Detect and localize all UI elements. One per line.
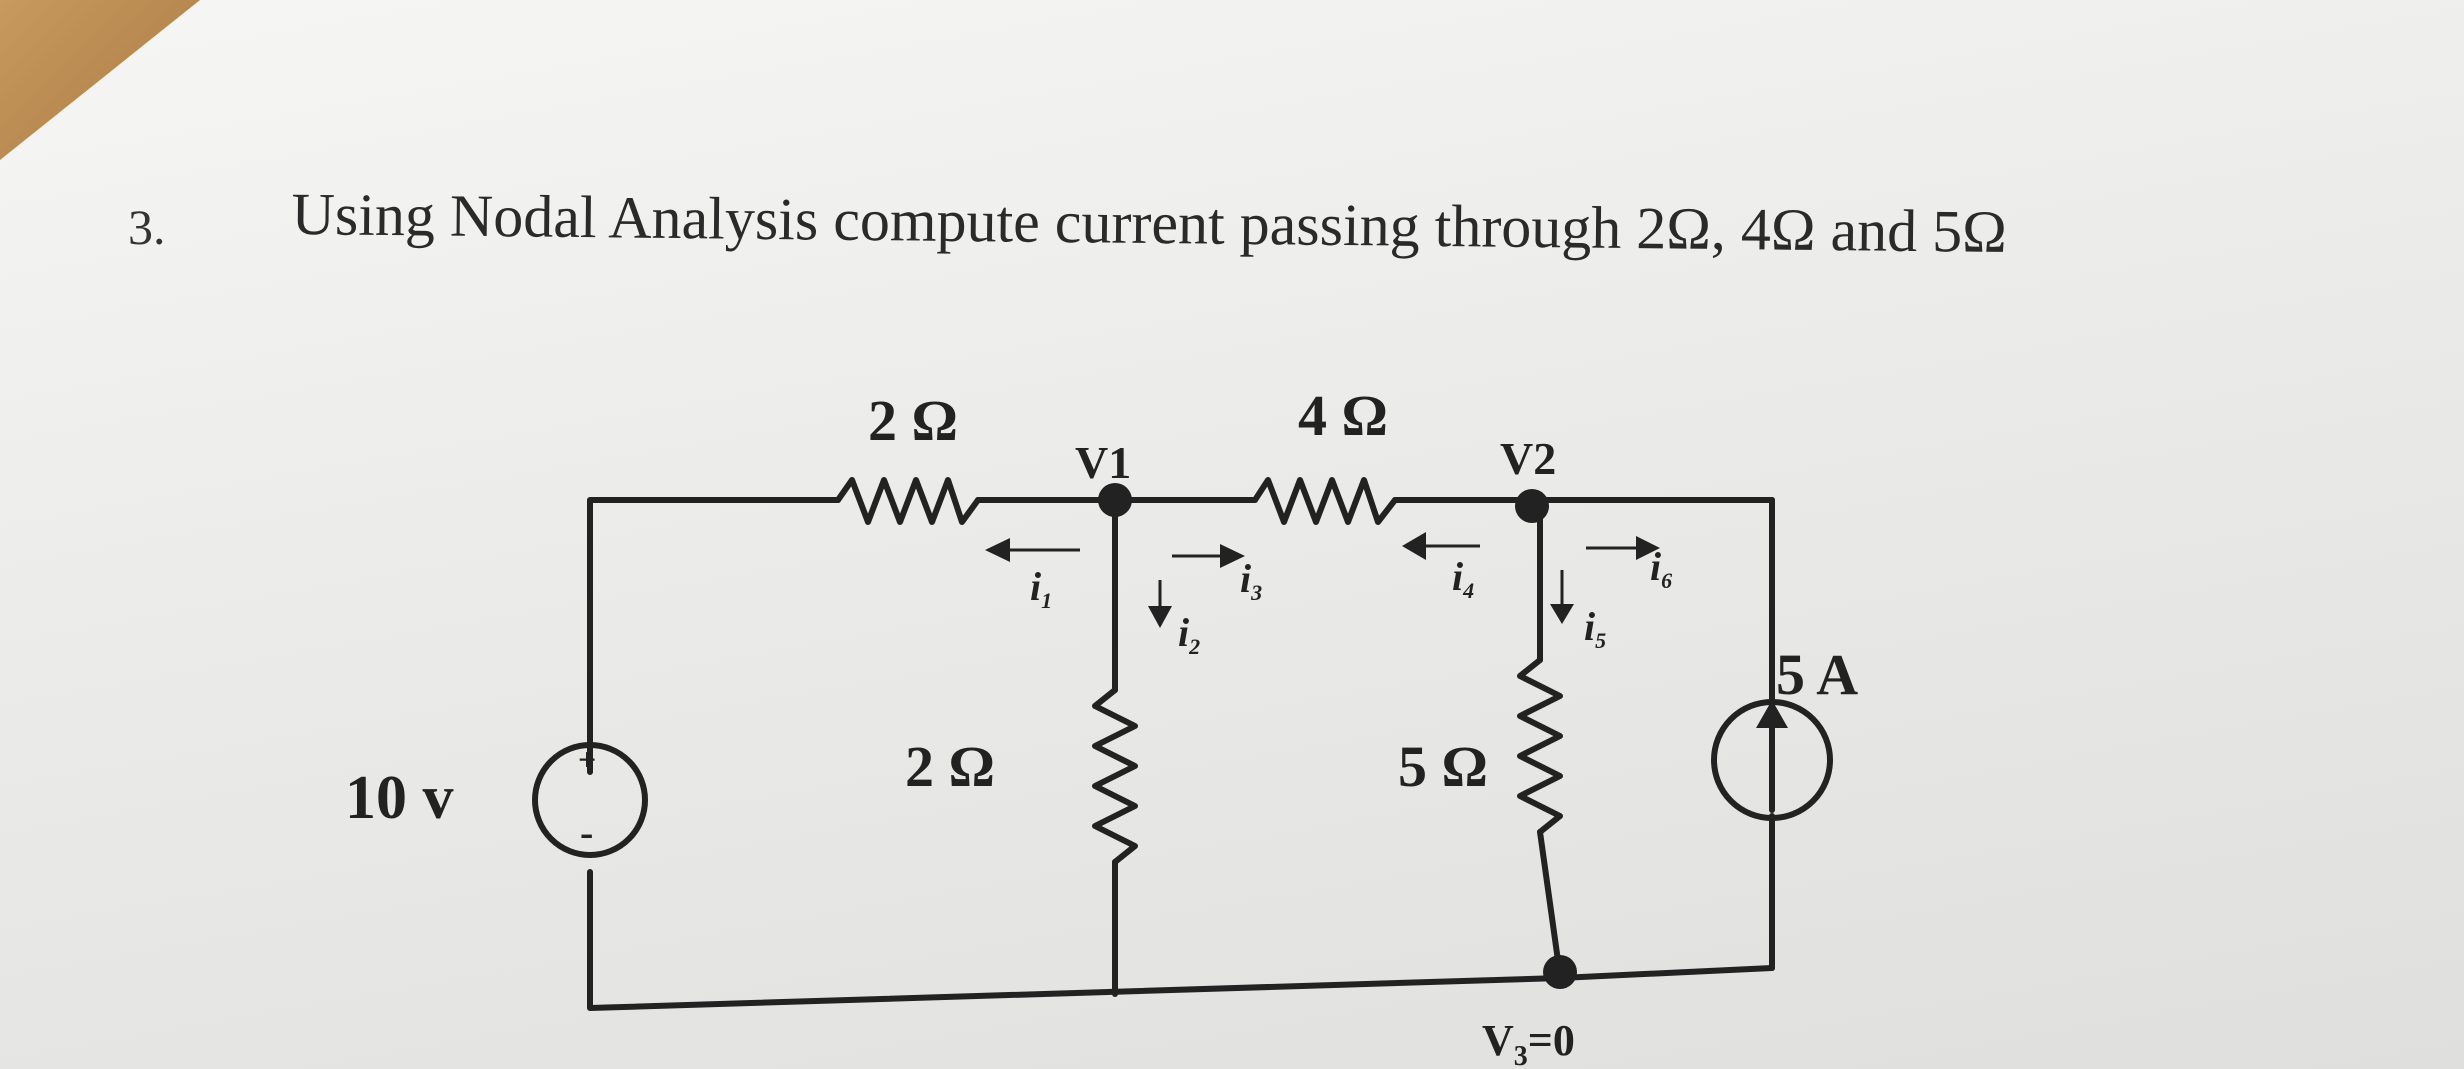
label-node-v3-main: V	[1482, 1016, 1514, 1065]
label-resistor-5ohm: 5 Ω	[1398, 734, 1488, 799]
circuit-wires	[532, 477, 1833, 1011]
wire-left-top	[587, 497, 841, 775]
node-v3-dot	[1543, 955, 1577, 989]
label-current-i2: i2	[1178, 610, 1200, 659]
label-node-v3-sub: 3	[1514, 1041, 1528, 1069]
label-current-i4: i4	[1452, 554, 1474, 603]
arrow-i2	[1148, 606, 1172, 628]
label-current-i5: i5	[1584, 604, 1606, 653]
source-plus-sign: +	[578, 741, 596, 777]
resistor-2ohm-middle	[1092, 687, 1138, 865]
node-v2-dot	[1515, 489, 1549, 523]
resistor-2ohm-top	[835, 477, 981, 525]
label-node-v3: V3=0	[1482, 1016, 1575, 1069]
arrow-i4	[1402, 532, 1426, 560]
current-arrow-shafts	[1010, 544, 1636, 606]
voltage-source-symbol	[532, 742, 648, 858]
label-current-source: 5 A	[1776, 642, 1858, 707]
question-number: 3.	[128, 199, 166, 255]
circuit-markers	[985, 483, 1788, 989]
label-voltage-source: 10 v	[345, 764, 454, 832]
arrow-i6	[1636, 536, 1660, 560]
label-node-v2: V2	[1500, 433, 1556, 484]
arrow-i3	[1220, 544, 1245, 568]
label-current-i1: i1	[1030, 564, 1052, 613]
label-current-i3: i3	[1240, 556, 1262, 605]
arrow-i5	[1550, 604, 1574, 624]
label-resistor-2ohm-middle: 2 Ω	[905, 734, 995, 799]
current-source-arrowhead	[1756, 700, 1788, 728]
arrow-i1	[985, 538, 1010, 562]
resistor-4ohm	[1252, 477, 1398, 525]
resistor-5ohm	[1517, 657, 1563, 835]
label-node-v3-value: =0	[1528, 1016, 1575, 1065]
wire-5ohm-bottom	[1537, 829, 1563, 978]
label-node-v1: V1	[1075, 437, 1131, 488]
wire-bottom	[587, 869, 1775, 1011]
node-v1-dot	[1098, 483, 1132, 517]
label-resistor-2ohm-top: 2 Ω	[868, 388, 958, 453]
label-resistor-4ohm: 4 Ω	[1298, 383, 1388, 448]
source-minus-sign: -	[580, 810, 593, 855]
label-current-i6: i6	[1650, 544, 1672, 593]
